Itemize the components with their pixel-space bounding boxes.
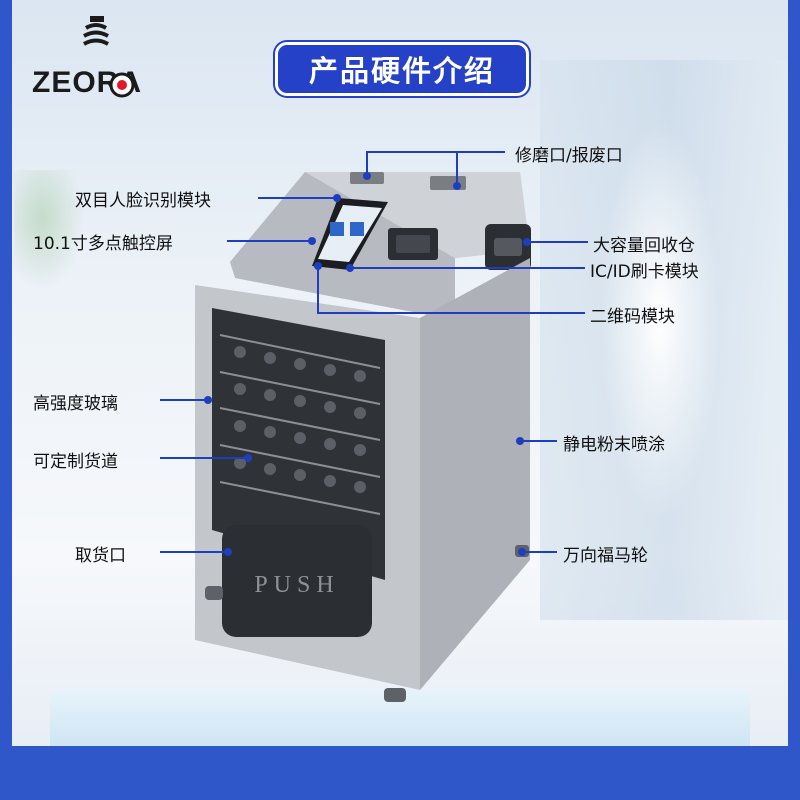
label-card-module: IC/ID刷卡模块 — [590, 262, 699, 282]
label-casters: 万向福马轮 — [563, 546, 648, 566]
caster-front-left — [205, 586, 223, 600]
label-face-module: 双目人脸识别模块 — [75, 191, 211, 211]
light-glow — [600, 120, 720, 520]
label-glass: 高强度玻璃 — [33, 394, 118, 414]
label-qr-module: 二维码模块 — [590, 307, 675, 327]
label-channels: 可定制货道 — [33, 452, 118, 472]
grinding-slot-right — [430, 176, 466, 190]
glass-window — [212, 308, 385, 580]
label-coating: 静电粉末喷涂 — [563, 435, 665, 455]
machine-side — [420, 258, 530, 690]
label-recycle-bin: 大容量回收仓 — [593, 236, 695, 256]
logo-mark-icon — [82, 16, 110, 46]
label-touch-screen: 10.1寸多点触控屏 — [33, 234, 173, 254]
page-title: 产品硬件介绍 — [308, 54, 495, 88]
logo-o-target-icon — [109, 72, 135, 98]
pickup-port-text: PUSH — [254, 572, 339, 598]
label-pickup-port: 取货口 — [75, 546, 126, 566]
label-grinding-port: 修磨口/报废口 — [515, 146, 623, 166]
brand-logo: ZEORA — [32, 14, 157, 99]
plant-backdrop — [14, 170, 84, 290]
caster-front-right — [384, 688, 406, 702]
pickup-port — [222, 525, 372, 637]
title-banner: 产品硬件介绍 — [275, 42, 529, 96]
